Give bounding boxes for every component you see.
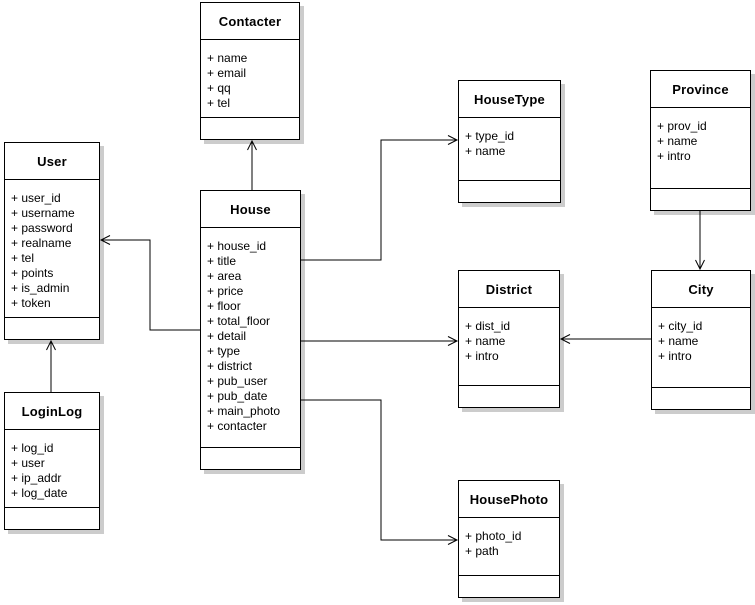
entity-attribute: + realname <box>11 236 72 250</box>
entity-attribute: + intro <box>465 349 499 363</box>
connector-line <box>301 399 457 541</box>
entity-attributes: + photo_id+ path <box>459 518 559 575</box>
entity-house[interactable]: House+ house_id+ title+ area+ price+ flo… <box>200 190 301 470</box>
connector-city-district[interactable] <box>559 334 651 344</box>
entity-province[interactable]: Province+ prov_id+ name+ intro <box>650 70 751 211</box>
entity-attribute: + path <box>465 544 499 558</box>
entity-attribute: + area <box>207 269 242 283</box>
entity-methods-empty <box>459 575 559 597</box>
entity-attribute: + total_floor <box>207 314 271 328</box>
entity-title-housephoto: HousePhoto <box>459 481 559 518</box>
entity-attribute: + is_admin <box>11 281 70 295</box>
entity-attributes: + house_id+ title+ area+ price+ floor+ t… <box>201 228 300 447</box>
arrowhead-right-icon <box>447 135 459 145</box>
entity-attribute: + log_id <box>11 441 54 455</box>
connector-line <box>101 239 200 331</box>
entity-loginlog[interactable]: LoginLog+ log_id+ user+ ip_addr+ log_dat… <box>4 392 100 530</box>
connector-house-district[interactable] <box>301 336 459 346</box>
arrowhead-left-icon <box>559 334 571 344</box>
connector-house-contacter[interactable] <box>247 139 257 190</box>
connector-province-city[interactable] <box>695 211 705 271</box>
entity-methods-empty <box>201 117 299 139</box>
entity-title-province: Province <box>651 71 750 108</box>
entity-housephoto[interactable]: HousePhoto+ photo_id+ path <box>458 480 560 598</box>
entity-methods-empty <box>5 507 99 529</box>
entity-attribute: + floor <box>207 299 241 313</box>
entity-methods-empty <box>459 385 559 407</box>
entity-attributes: + dist_id+ name+ intro <box>459 308 559 385</box>
connector-house-housephoto[interactable] <box>301 399 459 545</box>
entity-attribute: + pub_user <box>207 374 268 388</box>
entity-attribute: + price <box>207 284 244 298</box>
entity-title-contacter: Contacter <box>201 3 299 40</box>
entity-attribute: + log_date <box>11 486 68 500</box>
entity-title-user: User <box>5 143 99 180</box>
entity-attribute: + ip_addr <box>11 471 62 485</box>
entity-attribute: + dist_id <box>465 319 511 333</box>
entity-methods-empty <box>651 188 750 210</box>
arrowhead-right-icon <box>447 336 459 346</box>
entity-contacter[interactable]: Contacter+ name+ email+ qq+ tel <box>200 2 300 140</box>
entity-attribute: + tel <box>11 251 35 265</box>
entity-city[interactable]: City+ city_id+ name+ intro <box>651 270 751 410</box>
entity-attribute: + points <box>11 266 54 280</box>
connector-loginlog-user[interactable] <box>46 339 56 392</box>
entity-attribute: + title <box>207 254 237 268</box>
entity-attribute: + pub_date <box>207 389 268 403</box>
entity-attributes: + log_id+ user+ ip_addr+ log_date <box>5 430 99 507</box>
entity-attribute: + intro <box>657 149 691 163</box>
entity-attribute: + name <box>207 51 248 65</box>
entity-attribute: + password <box>11 221 73 235</box>
entity-attribute: + type <box>207 344 241 358</box>
entity-attributes: + prov_id+ name+ intro <box>651 108 750 188</box>
entity-title-loginlog: LoginLog <box>5 393 99 430</box>
connector-house-user[interactable] <box>99 235 200 331</box>
entity-attribute: + district <box>207 359 253 373</box>
entity-attribute: + intro <box>658 349 692 363</box>
entity-attribute: + qq <box>207 81 231 95</box>
entity-attribute: + photo_id <box>465 529 522 543</box>
arrowhead-up-icon <box>247 139 257 151</box>
entity-attribute: + user_id <box>11 191 61 205</box>
entity-user[interactable]: User+ user_id+ username+ password+ realn… <box>4 142 100 340</box>
entity-attribute: + email <box>207 66 247 80</box>
connector-house-housetype[interactable] <box>301 135 459 261</box>
entity-attributes: + city_id+ name+ intro <box>652 308 750 387</box>
entity-attribute: + user <box>11 456 45 470</box>
entity-title-housetype: HouseType <box>459 81 560 118</box>
entity-attribute: + city_id <box>658 319 703 333</box>
entity-attribute: + type_id <box>465 129 515 143</box>
arrowhead-left-icon <box>99 235 111 245</box>
entity-attribute: + name <box>658 334 699 348</box>
entity-attributes: + user_id+ username+ password+ realname+… <box>5 180 99 317</box>
entity-attribute: + name <box>657 134 698 148</box>
entity-methods-empty <box>652 387 750 409</box>
entity-attributes: + type_id+ name <box>459 118 560 180</box>
entity-methods-empty <box>459 180 560 202</box>
entity-attribute: + tel <box>207 96 231 110</box>
entity-title-house: House <box>201 191 300 228</box>
entity-attribute: + token <box>11 296 51 310</box>
entity-attribute: + username <box>11 206 75 220</box>
entity-title-district: District <box>459 271 559 308</box>
entity-housetype[interactable]: HouseType+ type_id+ name <box>458 80 561 203</box>
entity-attributes: + name+ email+ qq+ tel <box>201 40 299 117</box>
connector-line <box>301 139 457 261</box>
entity-attribute: + name <box>465 334 506 348</box>
arrowhead-right-icon <box>447 535 459 545</box>
entity-attribute: + house_id <box>207 239 267 253</box>
entity-title-city: City <box>652 271 750 308</box>
entity-attribute: + name <box>465 144 506 158</box>
entity-attribute: + main_photo <box>207 404 281 418</box>
entity-attribute: + prov_id <box>657 119 707 133</box>
entity-district[interactable]: District+ dist_id+ name+ intro <box>458 270 560 408</box>
entity-methods-empty <box>5 317 99 339</box>
entity-attribute: + detail <box>207 329 247 343</box>
arrowhead-down-icon <box>695 259 705 271</box>
entity-methods-empty <box>201 447 300 469</box>
entity-attribute: + contacter <box>207 419 267 433</box>
arrowhead-up-icon <box>46 339 56 351</box>
